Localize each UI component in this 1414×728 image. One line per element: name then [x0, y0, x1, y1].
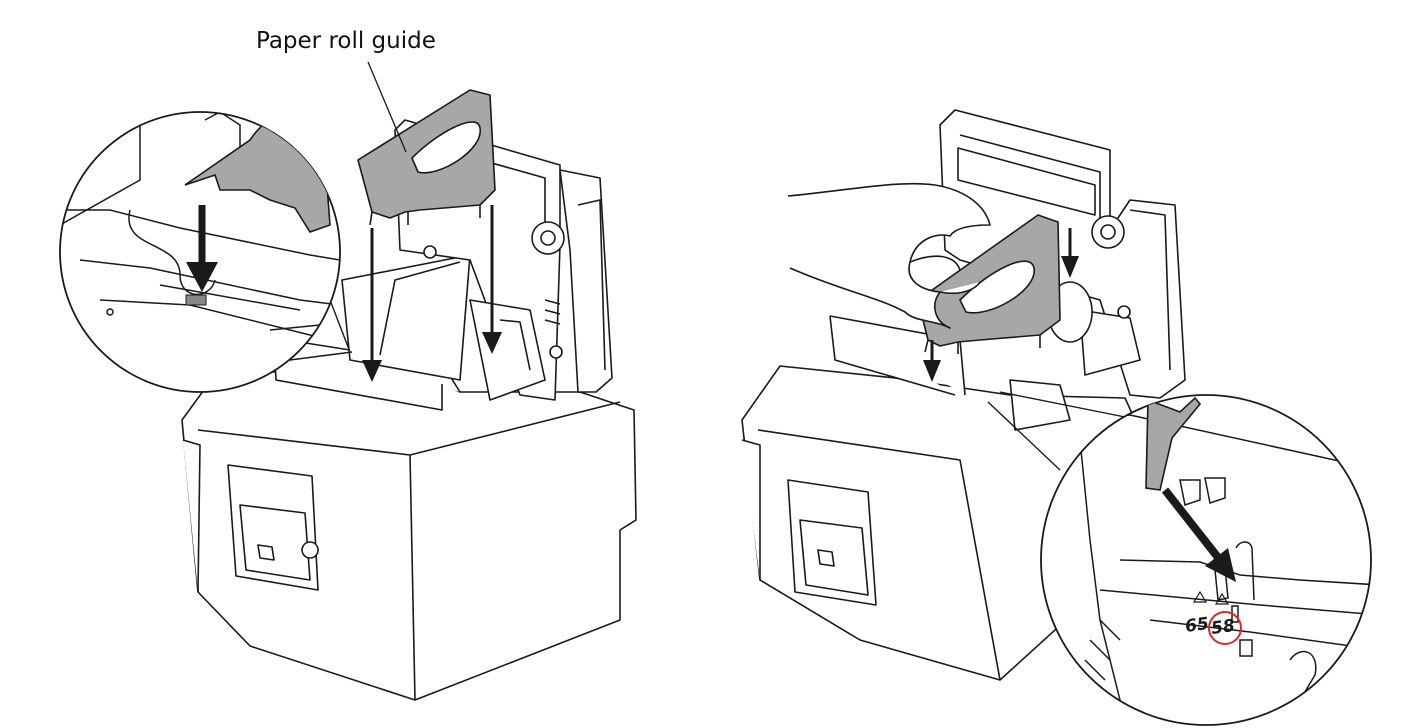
right-insert-arrowhead-2: [923, 360, 941, 382]
right-paper-roll-guide: [917, 214, 1061, 354]
right-insert-arrowhead-1: [1061, 256, 1079, 278]
left-paper-roll-guide: [357, 89, 496, 226]
paper-roll-guide-label: Paper roll guide: [256, 28, 436, 54]
width-label-65: 65: [1184, 614, 1210, 637]
width-label-58: 58: [1210, 616, 1236, 639]
right-printer: [741, 109, 1186, 681]
label-leader-line: [367, 61, 407, 153]
hand-illustration: [787, 182, 991, 329]
left-insert-arrowhead-2: [482, 332, 502, 354]
right-zoom-detail: 65 58: [987, 391, 1372, 726]
highlight-circle-58: [1208, 611, 1242, 645]
left-insert-arrowhead-1: [362, 360, 382, 382]
